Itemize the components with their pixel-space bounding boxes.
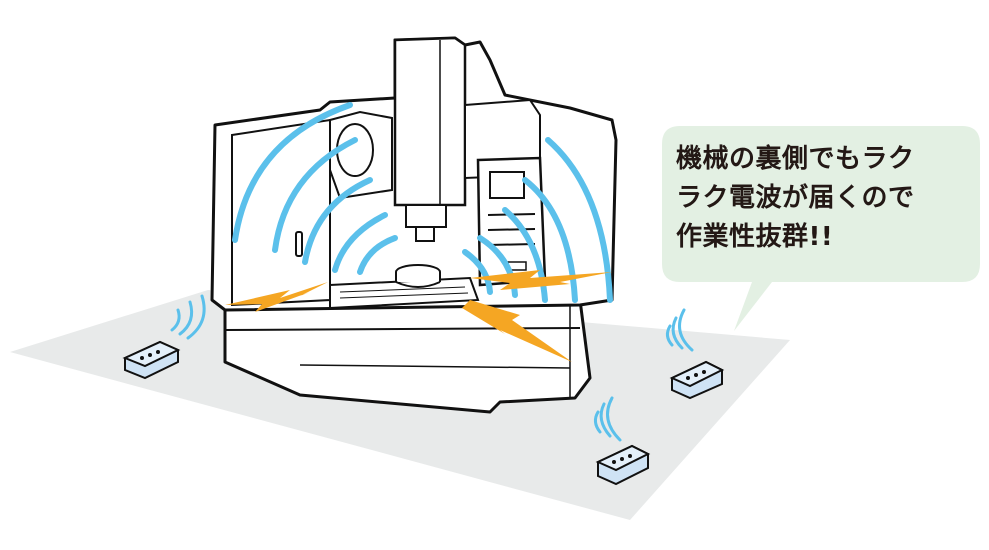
speech-bubble-text: 機械の裏側でもラク ラク電波が届くので 作業性抜群!! bbox=[676, 140, 976, 257]
speech-bubble-line: ラク電波が届くので bbox=[676, 183, 915, 213]
speech-bubble-line: 作業性抜群!! bbox=[676, 222, 834, 252]
lightning-icon bbox=[225, 270, 612, 362]
radio-wave-icon bbox=[232, 102, 613, 303]
speech-bubble-shape bbox=[662, 126, 980, 331]
machining-center-icon bbox=[210, 36, 618, 414]
speech-bubble-line: 機械の裏側でもラク bbox=[676, 144, 915, 174]
speech-bubble: 機械の裏側でもラク ラク電波が届くので 作業性抜群!! bbox=[662, 126, 980, 331]
wireless-sensor-icon bbox=[122, 294, 725, 486]
